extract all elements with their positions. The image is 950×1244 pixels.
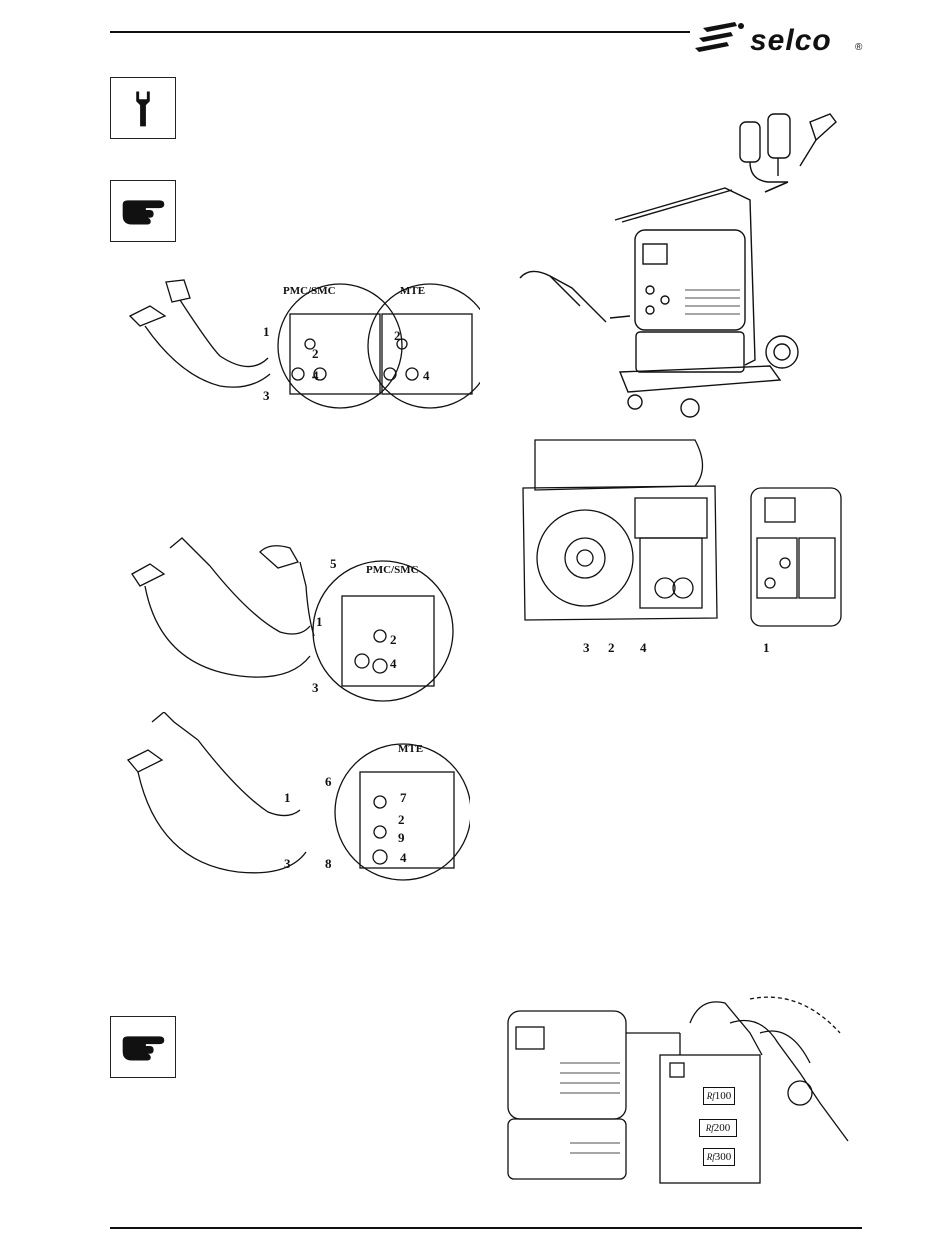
cooling-badge-300: Rf300 bbox=[703, 1148, 735, 1166]
cooling-unit-figure: Rf100 Rf200 Rf300 bbox=[500, 993, 860, 1188]
badge-prefix: Rf bbox=[706, 1123, 714, 1133]
callout: 8 bbox=[325, 856, 332, 872]
callout: 5 bbox=[330, 556, 337, 572]
callout: 6 bbox=[325, 774, 332, 790]
callout: 1 bbox=[263, 324, 270, 340]
callout: 2 bbox=[608, 640, 615, 656]
callout: 2 bbox=[398, 812, 405, 828]
note-icon-box-2 bbox=[110, 1016, 176, 1078]
callout: 3 bbox=[312, 680, 319, 696]
callout: 2 bbox=[312, 346, 319, 362]
brand-logo: selco ® bbox=[695, 14, 865, 64]
wire-feeder-figure: 3 2 4 1 bbox=[515, 438, 850, 660]
callout: 7 bbox=[400, 790, 407, 806]
mma-label-pmc-smc: PMC/SMC bbox=[283, 285, 336, 297]
callout: 4 bbox=[400, 850, 407, 866]
callout: 1 bbox=[763, 640, 770, 656]
callout: 1 bbox=[316, 614, 323, 630]
callout: 3 bbox=[284, 856, 291, 872]
mma-label-mte: MTE bbox=[400, 285, 425, 297]
header-rule bbox=[110, 31, 690, 33]
cooling-badge-200: Rf200 bbox=[699, 1119, 737, 1137]
callout: 2 bbox=[394, 328, 401, 344]
callout: 3 bbox=[263, 388, 270, 404]
callout: 4 bbox=[312, 368, 319, 384]
callout: 4 bbox=[423, 368, 430, 384]
pointing-hand-icon bbox=[111, 181, 175, 241]
brand-name: selco bbox=[750, 24, 832, 58]
callout: 1 bbox=[284, 790, 291, 806]
registered-mark: ® bbox=[855, 42, 862, 53]
badge-prefix: Rf bbox=[707, 1152, 715, 1162]
footer-rule bbox=[110, 1227, 862, 1229]
maintenance-icon-box bbox=[110, 77, 176, 139]
trolley-machine-figure bbox=[510, 110, 850, 425]
mma-connection-figure: PMC/SMC MTE 1 2 3 4 2 4 bbox=[110, 276, 480, 416]
callout: 2 bbox=[390, 632, 397, 648]
callout: 4 bbox=[390, 656, 397, 672]
badge-value: 100 bbox=[715, 1090, 732, 1102]
callout: 9 bbox=[398, 830, 405, 846]
pointing-hand-icon bbox=[111, 1017, 175, 1077]
note-icon-box-1 bbox=[110, 180, 176, 242]
wrench-icon bbox=[111, 78, 175, 138]
badge-prefix: Rf bbox=[707, 1091, 715, 1101]
tig-mte-label: MTE bbox=[398, 743, 423, 755]
callout: 3 bbox=[583, 640, 590, 656]
cooling-badge-100: Rf100 bbox=[703, 1087, 735, 1105]
badge-value: 200 bbox=[714, 1122, 731, 1134]
tig-pmc-label: PMC/SMC bbox=[366, 564, 419, 576]
tig-mte-figure: MTE 6 7 1 2 9 3 8 4 bbox=[118, 712, 470, 897]
callout: 4 bbox=[640, 640, 647, 656]
logo-swoosh-icon bbox=[695, 18, 750, 58]
tig-pmc-figure: PMC/SMC 5 1 2 3 4 bbox=[120, 526, 465, 711]
badge-value: 300 bbox=[715, 1151, 732, 1163]
